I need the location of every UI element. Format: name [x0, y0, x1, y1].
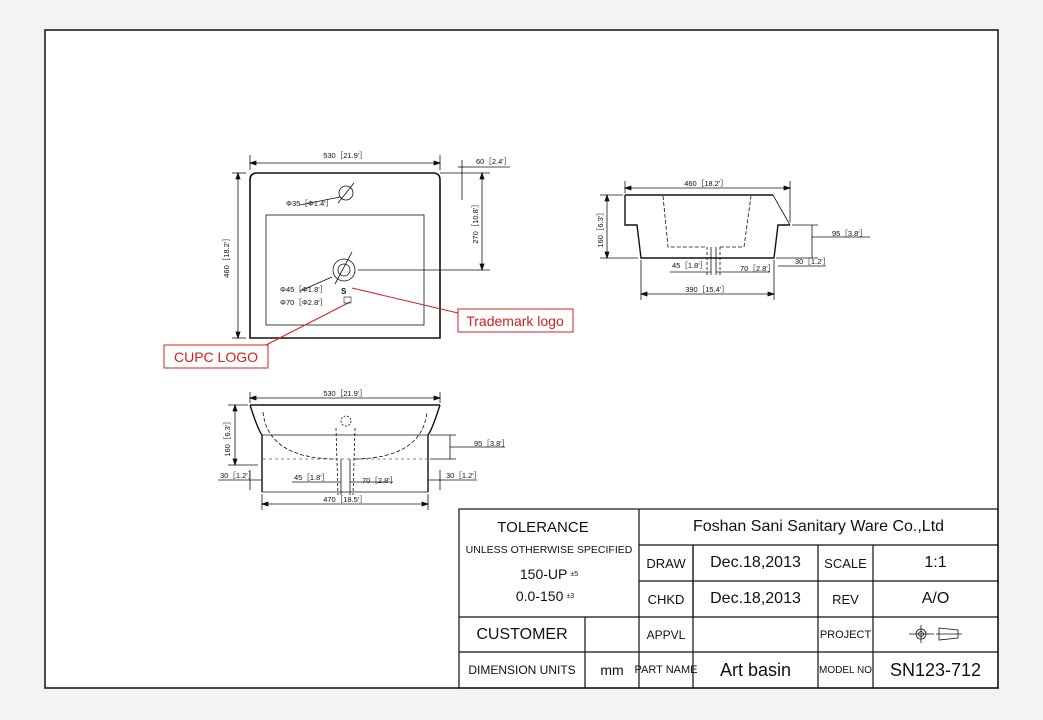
project-label: PROJECT: [819, 628, 872, 641]
side-view: [600, 181, 870, 300]
tolerance-range-1: 150-UP ±5: [509, 563, 589, 585]
title-block: TOLERANCE UNLESS OTHERWISE SPECIFIED 150…: [459, 509, 998, 688]
cupc-callout-box: [163, 344, 269, 369]
front-height-dim: 160［6.3'］: [223, 417, 232, 456]
side-drain-outer-dim: 70［2.8'］: [740, 264, 775, 273]
tolerance-heading: TOLERANCE: [497, 518, 589, 536]
front-width-dim: 530［21.9'］: [323, 389, 367, 398]
part-name-value: Art basin: [719, 659, 792, 680]
top-width-dim: 530［21.9'］: [323, 151, 367, 160]
units-label: DIMENSION UNITS: [468, 663, 576, 677]
cupc-callout: CUPC LOGO: [174, 349, 258, 365]
model-no-label: MODEL NO: [819, 664, 872, 676]
top-edge-offset-dim: 60［2.4'］: [476, 157, 511, 166]
side-rim-dim: 30［1.2'］: [795, 257, 830, 266]
side-width-dim: 460［18.2'］: [684, 179, 728, 188]
side-base-width-dim: 390［15.4'］: [685, 285, 729, 294]
drawing-border: [44, 29, 999, 689]
units-value: mm: [600, 662, 624, 678]
tolerance-range-2-text: 0.0-150: [515, 588, 564, 604]
top-height-dim: 460［18.2'］: [222, 234, 231, 278]
tolerance-range-2: 0.0-150 ±3: [505, 585, 585, 607]
drain-hole-dim: Φ45［Φ1.8'］: [280, 285, 327, 294]
part-name-label: PART NAME: [634, 664, 698, 676]
draw-date: Dec.18,2013: [710, 554, 801, 571]
trademark-callout-box: [457, 308, 574, 333]
top-view: [232, 155, 510, 340]
front-rim-left-dim: 30［1.2'］: [220, 471, 255, 480]
front-rim-right-dim: 30［1.2'］: [446, 471, 481, 480]
logo-mark: S: [341, 287, 347, 296]
front-drain-outer-dim: 70［2.8'］: [362, 476, 397, 485]
tolerance-range-2-sup: ±3: [566, 592, 575, 600]
trademark-callout: Trademark logo: [466, 313, 564, 329]
top-drain-offset-dim: 270［10.8'］: [471, 200, 480, 244]
side-height-dim: 160［6.3'］: [596, 208, 605, 247]
model-no-value: SN123-712: [889, 659, 982, 680]
side-depth-dim: 95［3.8'］: [832, 229, 867, 238]
cupc-mark: [343, 296, 352, 304]
tolerance-range-1-sup: ±5: [570, 570, 579, 578]
customer-label: CUSTOMER: [476, 625, 568, 643]
draw-label: DRAW: [646, 555, 686, 571]
faucet-hole-dim: Φ35［Φ1.4'］: [286, 199, 333, 208]
title-block-grid: [458, 508, 999, 689]
scale-value: 1:1: [924, 554, 947, 571]
unless-note: UNLESS OTHERWISE SPECIFIED: [465, 544, 633, 556]
front-depth-dim: 95［3.8'］: [474, 439, 509, 448]
side-drain-inner-dim: 45［1.8'］: [672, 261, 707, 270]
faucet-hole: [338, 185, 354, 201]
tolerance-range-1-text: 150-UP: [519, 566, 568, 582]
appvl-label: APPVL: [646, 627, 686, 642]
chkd-label: CHKD: [647, 591, 685, 607]
rev-value: A/O: [921, 590, 950, 607]
front-drain-inner-dim: 45［1.8'］: [294, 473, 329, 482]
company-name: Foshan Sani Sanitary Ware Co.,Ltd: [692, 518, 945, 535]
front-base-width-dim: 470［18.5'］: [323, 495, 367, 504]
drain-hole: [332, 258, 356, 282]
scale-label: SCALE: [824, 555, 867, 571]
chkd-date: Dec.18,2013: [710, 590, 801, 607]
rev-label: REV: [832, 591, 859, 607]
front-view: [218, 392, 505, 510]
projection-symbol: [909, 625, 962, 643]
drain-outer-dim: Φ70［Φ2.8'］: [280, 298, 327, 307]
